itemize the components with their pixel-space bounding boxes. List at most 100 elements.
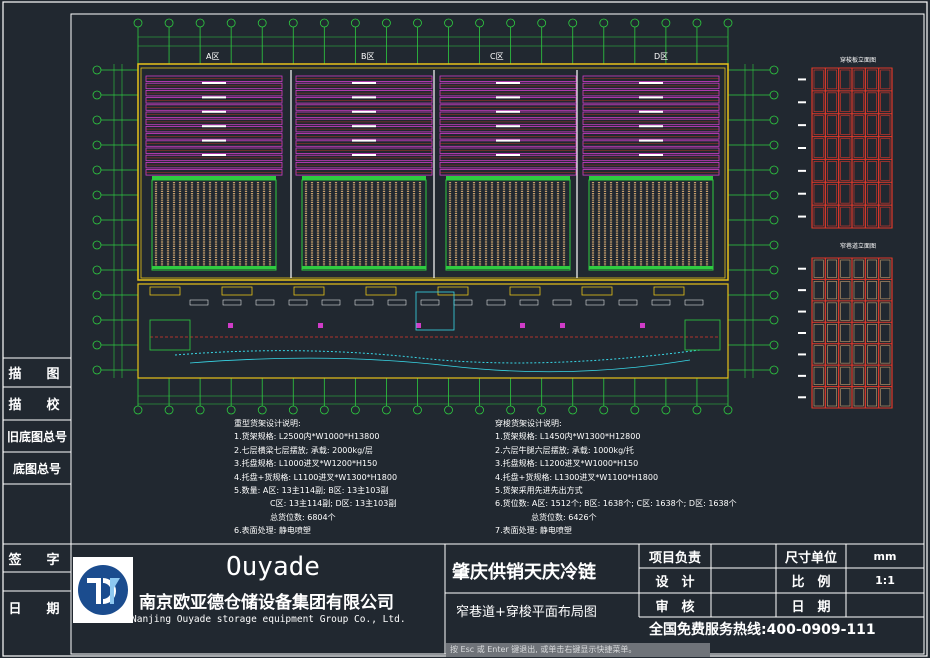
label-draw: 描 图 <box>8 367 66 382</box>
label-scale: 比 例 <box>791 575 831 590</box>
elevation-bay <box>827 161 837 181</box>
axis-bubble <box>475 18 484 28</box>
elevation-bay <box>813 161 824 181</box>
shuttle-block-rail <box>302 176 426 180</box>
bottom-title-block <box>71 543 924 654</box>
aisle-marker <box>202 110 226 113</box>
elevation-bay <box>880 281 891 300</box>
aisle-marker <box>496 96 520 99</box>
axis-bubble <box>769 215 779 225</box>
elevation-bay <box>813 115 824 135</box>
elevation-bay <box>827 115 837 135</box>
axis-bubble <box>506 18 516 28</box>
axis-bubbles-top <box>133 18 733 64</box>
label-size-unit: 尺寸单位 <box>784 550 837 566</box>
value-scale: 1:1 <box>875 574 895 587</box>
elevation-bay <box>867 115 877 135</box>
level-marker <box>798 78 806 81</box>
note-line: 总货位数: 6426个 <box>531 512 597 522</box>
elevation-bay <box>813 138 824 158</box>
note-line: 4.托盘+货规格: L1100进叉*W1300*H1800 <box>234 472 398 482</box>
axis-bubble <box>692 18 702 28</box>
aisle-marker <box>639 139 663 142</box>
axis-bubble <box>164 405 174 415</box>
dock-label-box <box>354 299 374 306</box>
dock-door <box>293 286 325 296</box>
label-base-number: 底图总号 <box>12 461 61 476</box>
axis-bubble <box>319 405 329 415</box>
axis-bubble <box>475 405 484 415</box>
elevation-bay <box>853 206 864 227</box>
aisle-marker <box>496 139 520 142</box>
label-date: 日 期 <box>8 601 66 617</box>
dock-label-box <box>618 299 638 306</box>
axis-bubble <box>92 90 102 100</box>
note-line: 4.托盘+货规格: L1300进叉*W1100*H1800 <box>495 472 659 482</box>
elevation-bay <box>827 92 837 113</box>
dock-label-box <box>651 299 671 306</box>
elevation-bay <box>880 345 891 364</box>
elevation-bay <box>853 366 864 385</box>
axis-bubble <box>769 340 779 350</box>
axis-bubble <box>506 405 516 415</box>
note-line: 5.数量: A区: 13主114副; B区: 13主103副 <box>234 485 389 495</box>
axis-bubble <box>769 165 779 175</box>
project-name: 肇庆供销天庆冷链 <box>452 562 596 583</box>
axis-bubble <box>92 290 102 300</box>
label-date-right: 日 期 <box>791 599 831 615</box>
dock-label-box <box>453 299 473 306</box>
elevation-bay <box>827 69 837 90</box>
note-line: 5.货架采用先进先出方式 <box>495 485 583 495</box>
elevation-bay <box>813 92 824 113</box>
elevation-bay <box>867 206 877 227</box>
axis-bubble <box>350 405 360 415</box>
aisle-marker <box>352 125 376 128</box>
aisle-marker <box>639 154 663 156</box>
axis-bubble <box>257 18 267 28</box>
level-marker <box>798 147 806 149</box>
elevation-bay <box>867 69 877 90</box>
elevation-bay <box>813 69 824 90</box>
aisle-marker <box>639 125 663 128</box>
service-hotline: 全国免费服务热线:400-0909-111 <box>649 622 876 638</box>
aisle-marker <box>352 110 376 113</box>
dock-label-box <box>288 299 308 306</box>
label-old-base-number: 旧底图总号 <box>6 429 67 444</box>
notes-heavy-title: 重型货架设计说明: <box>234 419 301 428</box>
elevation-bay <box>840 281 851 300</box>
elevation-bay <box>867 366 877 385</box>
elevation-bay <box>840 138 851 158</box>
level-marker <box>798 353 806 356</box>
aisle-marker <box>202 82 226 84</box>
aisle-marker <box>639 110 663 113</box>
level-marker <box>798 192 806 195</box>
note-line: 6.表面处理: 静电喷塑 <box>234 526 311 536</box>
shuttle-elevation <box>798 67 893 229</box>
axis-bubble <box>769 190 779 200</box>
elevation-bay <box>827 345 837 364</box>
dock-label-box <box>189 299 209 306</box>
axis-bubble <box>92 315 102 325</box>
elevation-bay <box>880 302 891 321</box>
elevation-bay <box>827 302 837 321</box>
elevation-bay <box>840 183 851 204</box>
dock-label-box <box>486 299 506 306</box>
elevation-bay <box>853 259 864 278</box>
axis-bubble <box>661 405 671 415</box>
elevation-bay <box>867 281 877 300</box>
aisle-marker <box>639 82 663 84</box>
narrow-aisle-elevation <box>798 257 893 409</box>
elevation-bay <box>840 345 851 364</box>
note-line: 2.六层牛腿六层摆放; 承载: 1000kg/托 <box>495 445 634 455</box>
office-room <box>684 319 721 351</box>
company-logo <box>73 557 133 623</box>
aisle-marker <box>202 139 226 142</box>
loading-dock-area <box>149 286 721 373</box>
axis-bubble <box>92 190 102 200</box>
dock-label-box <box>552 299 572 306</box>
elevation-bay <box>880 92 891 113</box>
brand-name: Ouyade <box>226 552 320 582</box>
elevation-bay <box>813 366 824 385</box>
elevation-bay <box>840 161 851 181</box>
note-line: 1.货架规格: L1450内*W1300*H12800 <box>495 432 641 442</box>
